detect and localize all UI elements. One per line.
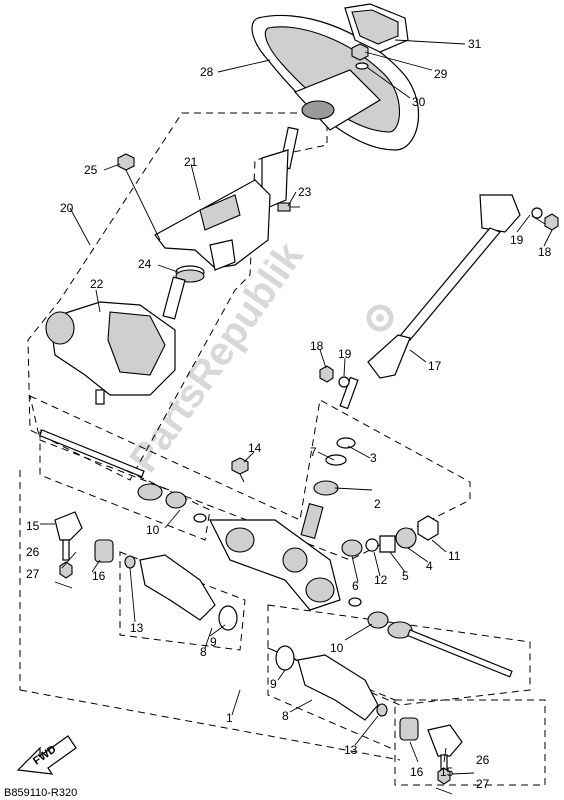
callout-2: 2	[374, 497, 381, 511]
callout-16-right: 16	[410, 765, 424, 779]
callout-8-left: 8	[200, 645, 207, 659]
callout-3: 3	[370, 451, 377, 465]
callout-10-left: 10	[146, 523, 160, 537]
callout-18-lower: 18	[310, 339, 324, 353]
callout-27-left: 27	[26, 567, 40, 581]
callout-4: 4	[426, 559, 433, 573]
nut-29	[351, 43, 369, 61]
rack-housing	[209, 519, 341, 611]
tie-rod-end-left	[54, 511, 114, 589]
callout-14: 14	[248, 441, 262, 455]
callout-21: 21	[184, 155, 198, 169]
callout-7: 7	[310, 445, 317, 459]
callout-1: 1	[226, 711, 233, 725]
washer-19-upper	[531, 207, 543, 219]
leader-lines	[40, 39, 553, 775]
callout-9-left: 9	[210, 635, 217, 649]
bolt-23	[277, 202, 300, 212]
callout-24: 24	[138, 257, 152, 271]
group-outline-column	[27, 112, 328, 481]
boot-left	[124, 554, 238, 631]
group-outline-tierod-left	[39, 429, 211, 541]
yoke-4	[395, 527, 417, 549]
boot-right	[275, 645, 388, 721]
callout-11: 11	[448, 549, 461, 563]
steering-wheel	[251, 14, 420, 151]
callout-30: 30	[412, 95, 426, 109]
bolt-18-lower	[319, 365, 334, 383]
group-outline-boot-right	[267, 647, 396, 751]
eps-unit	[45, 276, 186, 405]
inner-tie-rod-left	[38, 429, 207, 523]
bolt-25	[117, 153, 161, 241]
washer-19-lower	[338, 376, 350, 388]
callout-31: 31	[468, 37, 482, 51]
callout-19-upper: 19	[510, 233, 524, 247]
diagram-code: B859110-R320	[4, 787, 77, 799]
callout-26-right: 26	[476, 753, 490, 767]
callout-29: 29	[434, 67, 448, 81]
callout-15-left: 15	[26, 519, 40, 533]
group-outline-bottom-2	[19, 689, 401, 761]
callout-5: 5	[402, 569, 409, 583]
fwd-arrow-icon: FWD	[16, 735, 77, 775]
pinion-assembly	[300, 437, 356, 539]
bushing-24	[175, 265, 205, 283]
callout-8-right: 8	[282, 709, 289, 723]
callout-15-right: 15	[440, 765, 454, 779]
spring-5	[379, 535, 396, 553]
group-outline-tierod-right	[394, 699, 546, 786]
callout-18-upper: 18	[538, 245, 552, 259]
callout-25: 25	[84, 163, 98, 177]
oring-12	[365, 538, 379, 552]
bolt-14	[231, 457, 249, 483]
adjuster-6	[341, 539, 363, 557]
callout-22: 22	[90, 277, 104, 291]
callout-28: 28	[200, 65, 214, 79]
bolt-18-upper	[531, 213, 559, 231]
group-outline-rack-lower	[267, 604, 531, 706]
tie-rod-end-right	[399, 717, 463, 795]
callout-26-left: 26	[26, 545, 40, 559]
callout-13-left: 13	[130, 621, 144, 635]
callout-10-right: 10	[330, 641, 344, 655]
callout-19-lower: 19	[338, 347, 352, 361]
callout-12: 12	[374, 573, 388, 587]
nut-11	[417, 515, 439, 541]
wheel-cover	[344, 3, 409, 53]
watermark-gear-icon	[366, 304, 394, 332]
callout-27-right: 27	[476, 777, 490, 791]
callout-13-right: 13	[344, 743, 358, 757]
group-outline-boot-left	[119, 551, 246, 651]
callout-6: 6	[352, 579, 359, 593]
column-bracket	[154, 179, 271, 271]
callout-17: 17	[428, 359, 442, 373]
intermediate-shaft	[339, 194, 521, 410]
callout-23: 23	[298, 185, 312, 199]
inner-tie-rod-right	[348, 597, 513, 678]
callout-16-left: 16	[92, 569, 106, 583]
callout-20: 20	[60, 201, 74, 215]
callout-9-right: 9	[270, 677, 277, 691]
washer-30	[355, 62, 369, 70]
callout-labels: 31 29 28 30 25 21 23 20 19 18 24 22 18 1…	[26, 37, 552, 791]
group-outline-rack-upper	[29, 395, 471, 561]
